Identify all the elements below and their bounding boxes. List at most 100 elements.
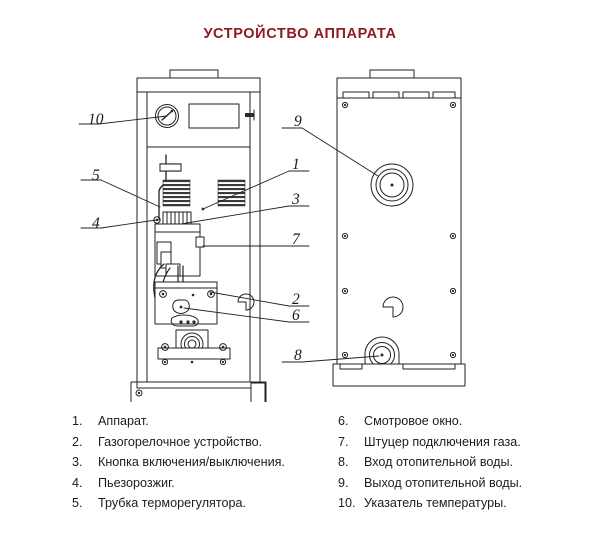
- louver-grille-right: [217, 179, 246, 207]
- legend-item-label: Смотровое окно.: [364, 414, 463, 428]
- callout-2: 2: [292, 291, 300, 308]
- legend-item-label: Кнопка включения/выключения.: [98, 455, 285, 469]
- sight-glass-dot: [179, 305, 183, 309]
- sight-glass-window: [172, 299, 190, 314]
- legend-item-number: 5.: [72, 496, 83, 510]
- temperature-gauge-tip: [170, 109, 174, 113]
- side-knockout-arc: [382, 296, 404, 318]
- mounting-rail: [157, 347, 231, 360]
- water-outlet-ring-outer: [370, 163, 414, 207]
- plinth-foot-left: [135, 389, 143, 397]
- legend-item-number: 8.: [338, 455, 349, 469]
- leader-6: [183, 307, 290, 323]
- legend-item: 5. Трубка терморегулятора.: [72, 496, 332, 517]
- side-handle: [369, 69, 415, 79]
- temperature-gauge-outer: [155, 104, 179, 128]
- legend-item-label: Выход отопительной воды.: [364, 475, 523, 490]
- rail-bolt-lower-left: [161, 358, 169, 366]
- burner-bolt-left: [159, 290, 167, 298]
- thermostat-block: [159, 163, 182, 172]
- callout-4: 4: [92, 215, 100, 232]
- callout-3: 3: [292, 191, 300, 208]
- callout-9: 9: [294, 113, 302, 130]
- louver-grille-left: [162, 179, 191, 207]
- leader-5: [100, 179, 161, 208]
- leader-2: [209, 291, 290, 307]
- legend-item: 10. Указатель температуры.: [338, 496, 598, 517]
- side-screw-br: [449, 287, 457, 295]
- legend-item: 4. Пьезорозжиг.: [72, 476, 332, 497]
- legend-item: 3. Кнопка включения/выключения.: [72, 455, 332, 476]
- side-screw-mr: [449, 232, 457, 240]
- leader-4: [100, 219, 157, 229]
- legend-item: 9. Выход отопительной воды.: [338, 476, 598, 497]
- legend-item-number: 9.: [338, 475, 349, 490]
- leader-8: [301, 355, 380, 363]
- side-vent-slots: [342, 91, 456, 99]
- legend-item-number: 6.: [338, 414, 349, 428]
- legend-item-label: Пьезорозжиг.: [98, 475, 175, 490]
- leader-1: [202, 170, 290, 210]
- legend-item-number: 10.: [338, 496, 356, 510]
- burner-fins: [166, 211, 188, 225]
- legend-item: 1. Аппарат.: [72, 414, 332, 435]
- burner-bolt-right: [207, 290, 215, 298]
- front-top-cap: [136, 77, 261, 93]
- side-cabinet: [336, 97, 462, 365]
- legend-item-label: Вход отопительной воды.: [364, 455, 513, 469]
- legend-item-label: Газогорелочное устройство.: [98, 434, 263, 449]
- side-screw-ml: [341, 232, 349, 240]
- callout-7: 7: [292, 231, 300, 248]
- gas-valve-lower: [165, 263, 181, 277]
- callout-1: 1: [292, 156, 300, 173]
- rail-bolt-lower-right: [219, 358, 227, 366]
- callout-5: 5: [92, 167, 100, 184]
- burner-assembly-plate: [154, 281, 218, 325]
- legend-column-right: 6. Смотровое окно. 7. Штуцер подключения…: [338, 414, 598, 517]
- water-inlet-dot: [380, 353, 384, 357]
- legend-item: 6. Смотровое окно.: [338, 414, 598, 435]
- rail-bolt-left: [161, 343, 169, 351]
- front-view-body: [130, 69, 267, 405]
- legend-item-number: 3.: [72, 455, 83, 469]
- front-plinth-lip: [136, 381, 261, 389]
- leader-lines: [78, 115, 380, 363]
- water-outlet-bore: [379, 172, 405, 198]
- water-outlet-dot: [390, 183, 394, 187]
- callout-8: 8: [294, 347, 302, 364]
- leader-3: [180, 205, 290, 225]
- leader-9: [301, 127, 379, 177]
- leader-1-dot: [201, 207, 205, 211]
- legend: 1. Аппарат. 2. Газогорелочное устройство…: [0, 414, 600, 529]
- legend-item: 8. Вход отопительной воды.: [338, 455, 598, 476]
- legend-item-label: Трубка терморегулятора.: [98, 496, 247, 510]
- legend-item-label: Штуцер подключения газа.: [364, 434, 521, 449]
- legend-item-label: Указатель температуры.: [364, 496, 507, 510]
- burner-plate-dot: [191, 293, 195, 297]
- pilot-burner-tube: [170, 314, 199, 327]
- piezo-igniter-dot: [155, 218, 159, 222]
- side-screw-fr: [449, 351, 457, 359]
- legend-item-number: 2.: [72, 434, 83, 449]
- side-screw-fl: [341, 351, 349, 359]
- diagram-svg: [78, 69, 466, 405]
- legend-item: 2. Газогорелочное устройство.: [72, 435, 332, 456]
- leader-10: [98, 115, 168, 125]
- side-view-body: [332, 69, 466, 387]
- legend-column-left: 1. Аппарат. 2. Газогорелочное устройство…: [72, 414, 332, 517]
- callout-6: 6: [292, 307, 300, 324]
- legend-item-number: 7.: [338, 434, 349, 449]
- appliance-diagram: 10 5 4 1 3 7 2 6 9 8: [0, 52, 600, 405]
- plinth-right-bracket: [250, 382, 266, 404]
- callout-10: 10: [88, 111, 104, 128]
- water-outlet-ring-mid: [375, 168, 409, 202]
- temperature-gauge-needle: [161, 110, 173, 121]
- side-screw-bl: [341, 287, 349, 295]
- gas-inlet-nipple: [195, 236, 205, 248]
- legend-item-number: 4.: [72, 475, 83, 490]
- legend-item-number: 1.: [72, 414, 83, 428]
- power-switch-glyph: [245, 113, 254, 117]
- rail-bolt-right: [219, 343, 227, 351]
- side-plinth-lip-left: [339, 363, 363, 370]
